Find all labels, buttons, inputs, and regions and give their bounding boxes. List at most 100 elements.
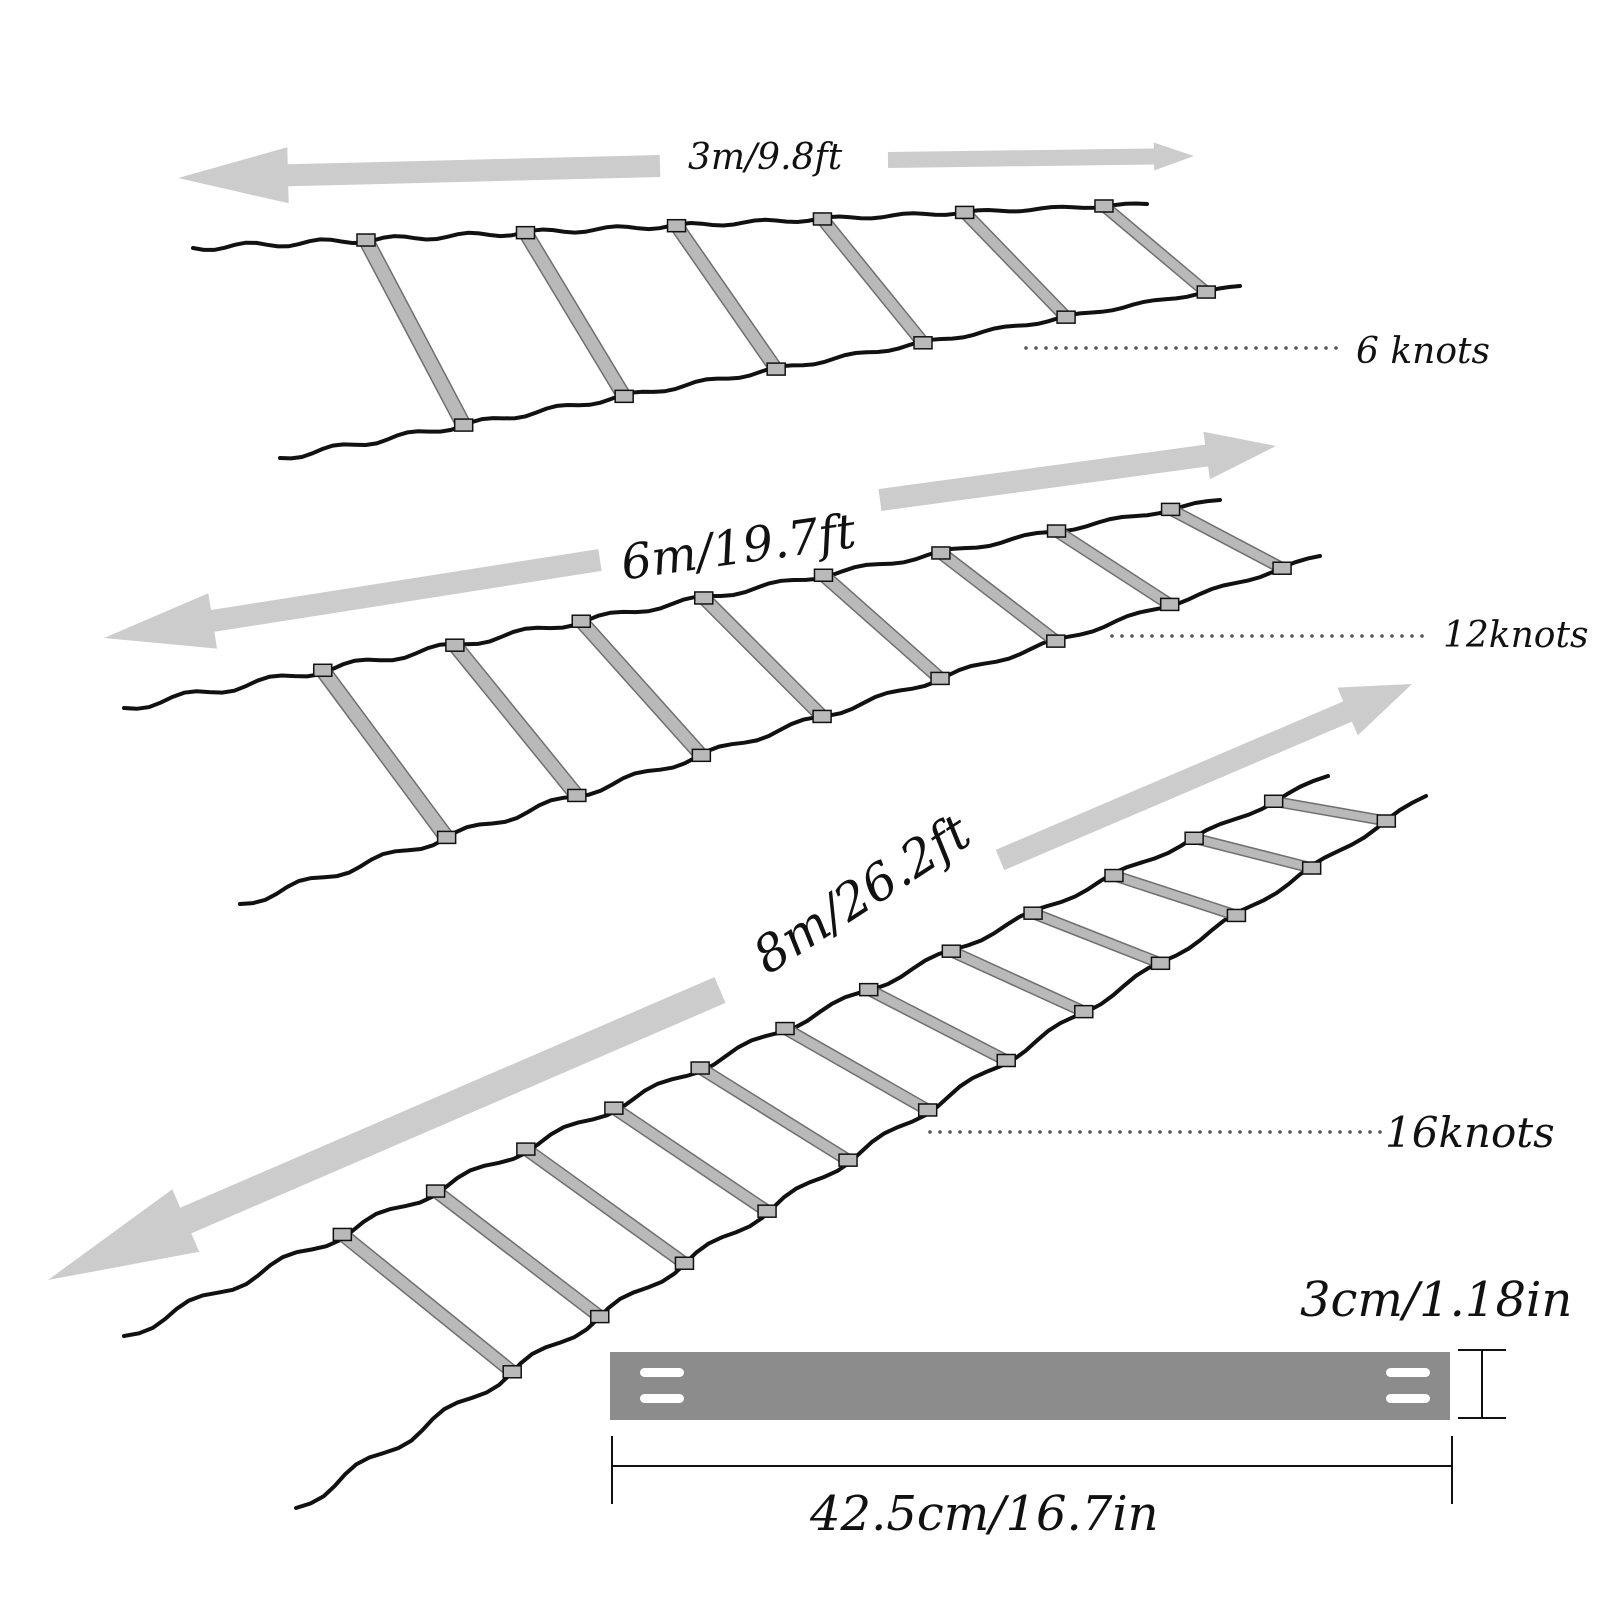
ladder-1-knots-label: 6 knots xyxy=(1356,331,1490,372)
ladder-3-rung-clip-bottom xyxy=(674,1256,695,1270)
ladder-1-leader-dot xyxy=(1024,346,1028,350)
ladder-3-leader-dot xyxy=(1328,1130,1332,1134)
ladder-3-leader-dot xyxy=(1268,1130,1272,1134)
ladder-3-rung-clip-bottom xyxy=(996,1053,1016,1068)
ladder-2-rung-clip-bottom xyxy=(812,709,832,724)
ladder-3-leader-dot xyxy=(1348,1130,1352,1134)
ladder-3-rung-clip-bottom xyxy=(1226,908,1247,923)
ladder-2-leader-dot xyxy=(1320,634,1324,638)
ladder-1-leader-dot xyxy=(1184,346,1188,350)
ladder-2-top-strap xyxy=(122,498,1222,711)
ladder-1-rung-clip-top xyxy=(515,225,536,240)
ladder-3-leader-dot xyxy=(1148,1130,1152,1134)
rung-slot xyxy=(640,1368,684,1377)
ladder-3-rung-clip-bottom xyxy=(502,1365,522,1379)
ladder-3-leader-dot xyxy=(1378,1130,1382,1134)
ladder-2-leader-dot xyxy=(1130,634,1134,638)
ladder-1-leader-dot xyxy=(1294,346,1298,350)
ladder-1-leader-dot xyxy=(1314,346,1318,350)
ladder-3-rung xyxy=(782,1024,931,1115)
ladder-1-rung-clip-top xyxy=(356,233,376,247)
ladder-2-leader-dot xyxy=(1250,634,1254,638)
ladder-1-leader-dot xyxy=(1334,346,1338,350)
ladder-3-rung xyxy=(611,1103,770,1216)
ladder-1-rung xyxy=(671,222,781,373)
ladder-3-rung-clip-bottom xyxy=(1376,814,1397,828)
ladder-3-rung-clip-top xyxy=(690,1061,710,1075)
ladder-2-leader-dot xyxy=(1410,634,1414,638)
ladder-3-leader-dot xyxy=(1208,1130,1212,1134)
ladder-2-leader-dot xyxy=(1240,634,1244,638)
ladder-3-rung xyxy=(1031,909,1163,968)
ladder-3-rung xyxy=(522,1144,688,1268)
ladder-1-rung xyxy=(360,236,470,429)
ladder-2-rung-clip-bottom xyxy=(691,748,712,763)
ladder-3-rung-clip-top xyxy=(1104,868,1124,883)
ladder-1-leader-dot xyxy=(1324,346,1328,350)
ladder-3-rung xyxy=(338,1230,516,1377)
ladder-2-leader-dot xyxy=(1280,634,1284,638)
ladder-2-rung-clip-bottom xyxy=(567,788,587,803)
ladder-1-rung-clip-bottom xyxy=(614,389,634,404)
ladder-1-leader-dot xyxy=(1134,346,1138,350)
ladder-1-leader-dot xyxy=(1164,346,1168,350)
ladder-2-leader-dot xyxy=(1360,634,1364,638)
ladder-2-leader-dot xyxy=(1330,634,1334,638)
ladder-3-rung-clip-bottom xyxy=(757,1204,777,1218)
ladder-1-bottom-strap xyxy=(278,284,1242,461)
ladder-2-leader-dot xyxy=(1380,634,1384,638)
ladder-3-leader-dot xyxy=(1178,1130,1182,1134)
ladder-3-rung-clip-top xyxy=(775,1021,795,1036)
ladder-3-rung-clip-top xyxy=(1184,831,1204,846)
ladder-3-rung xyxy=(949,947,1086,1016)
ladder-3-leader-dot xyxy=(1128,1130,1132,1134)
ladder-2-rung-clip-bottom xyxy=(1272,561,1292,575)
ladder-2-leader-dot xyxy=(1340,634,1344,638)
ladder-3-rung-clip-bottom xyxy=(1150,956,1171,971)
ladder-3-leader-dot xyxy=(1058,1130,1062,1134)
ladder-2-leader-dot xyxy=(1160,634,1164,638)
ladder-3-leader-dot xyxy=(978,1130,982,1134)
ladder-2-rung-clip-bottom xyxy=(436,830,457,845)
ladder-3-rung-clip-top xyxy=(858,982,879,997)
ladder-2-leader-dot xyxy=(1210,634,1214,638)
ladder-3-leader-dot xyxy=(1198,1130,1202,1134)
ladder-3-leader-dot xyxy=(1318,1130,1322,1134)
ladder-3-rung-clip-top xyxy=(604,1101,624,1115)
ladder-1-leader-dot xyxy=(1274,346,1278,350)
ladder-1-leader-dot xyxy=(1264,346,1268,350)
ladder-2-leader-dot xyxy=(1260,634,1264,638)
ladder-3-leader-dot xyxy=(998,1130,1002,1134)
ladder-1-leader-dot xyxy=(1154,346,1158,350)
ladder-1-rung xyxy=(1100,202,1210,296)
ladder-2-leader-dot xyxy=(1390,634,1394,638)
ladder-3-leader-dot xyxy=(928,1130,932,1134)
ladder-3-rung xyxy=(1193,834,1313,873)
ladder-1-leader-dot xyxy=(1064,346,1068,350)
ladder-1-leader-dot xyxy=(1144,346,1148,350)
ladder-2-rung xyxy=(1053,526,1173,609)
ladder-3-rung-clip-top xyxy=(516,1142,536,1156)
ladder-3-knots-label: 16knots xyxy=(1385,1108,1555,1157)
ladder-3-rung-clip-bottom xyxy=(1074,1004,1094,1019)
ladder-3-leader-dot xyxy=(1068,1130,1072,1134)
ladder-1-leader-dot xyxy=(1284,346,1288,350)
ladder-2-rung xyxy=(576,617,706,760)
rung-slot xyxy=(1386,1394,1430,1403)
ladder-1-leader-dot xyxy=(1054,346,1058,350)
rung-slot xyxy=(640,1394,684,1403)
ladder-2-knots-label: 12knots xyxy=(1443,615,1589,656)
ladder-3-rung-clip-bottom xyxy=(838,1153,858,1167)
ladder-3-leader-dot xyxy=(1298,1130,1302,1134)
ladder-2-rung-clip-top xyxy=(1046,524,1067,538)
ladder-2-leader-dot xyxy=(1300,634,1304,638)
ladder-3-leader-dot xyxy=(1358,1130,1362,1134)
ladder-2-rung-clip-top xyxy=(312,663,333,678)
ladder-1-leader-dot xyxy=(1104,346,1108,350)
ladder-3-leader-dot xyxy=(1108,1130,1112,1134)
ladder-1-rung xyxy=(520,229,630,400)
ladder-1-leader-dot xyxy=(1114,346,1118,350)
ladder-1-leader-dot xyxy=(1244,346,1248,350)
